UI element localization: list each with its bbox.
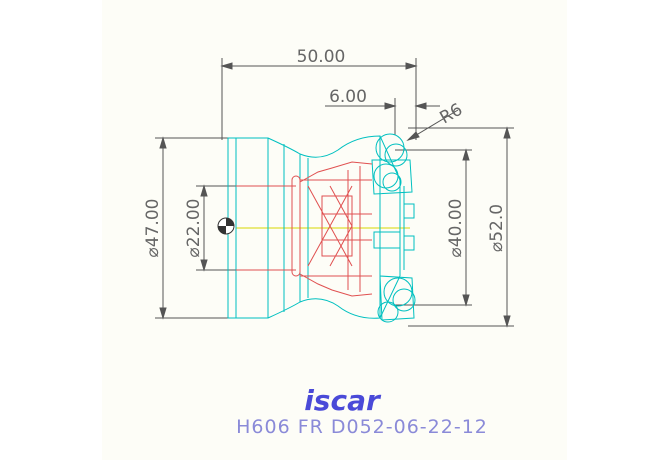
dim-radius: R6 [437, 100, 467, 129]
brand-logo: iscar [304, 384, 382, 417]
dim-offset: 6.00 [329, 87, 367, 107]
dim-bore-diameter: ⌀22.00 [184, 199, 204, 258]
dim-outer-diameter: ⌀52.0 [487, 204, 507, 252]
dim-inner-diameter: ⌀40.00 [446, 199, 466, 258]
dim-length: 50.00 [297, 47, 346, 67]
part-number: H606 FR D052-06-22-12 [236, 416, 488, 438]
hidden-lines [236, 161, 373, 297]
keyway-symbol [217, 217, 235, 235]
drawing-sheet [102, 0, 567, 460]
dim-shank-diameter: ⌀47.00 [143, 199, 163, 258]
dimension-lines [155, 58, 514, 328]
